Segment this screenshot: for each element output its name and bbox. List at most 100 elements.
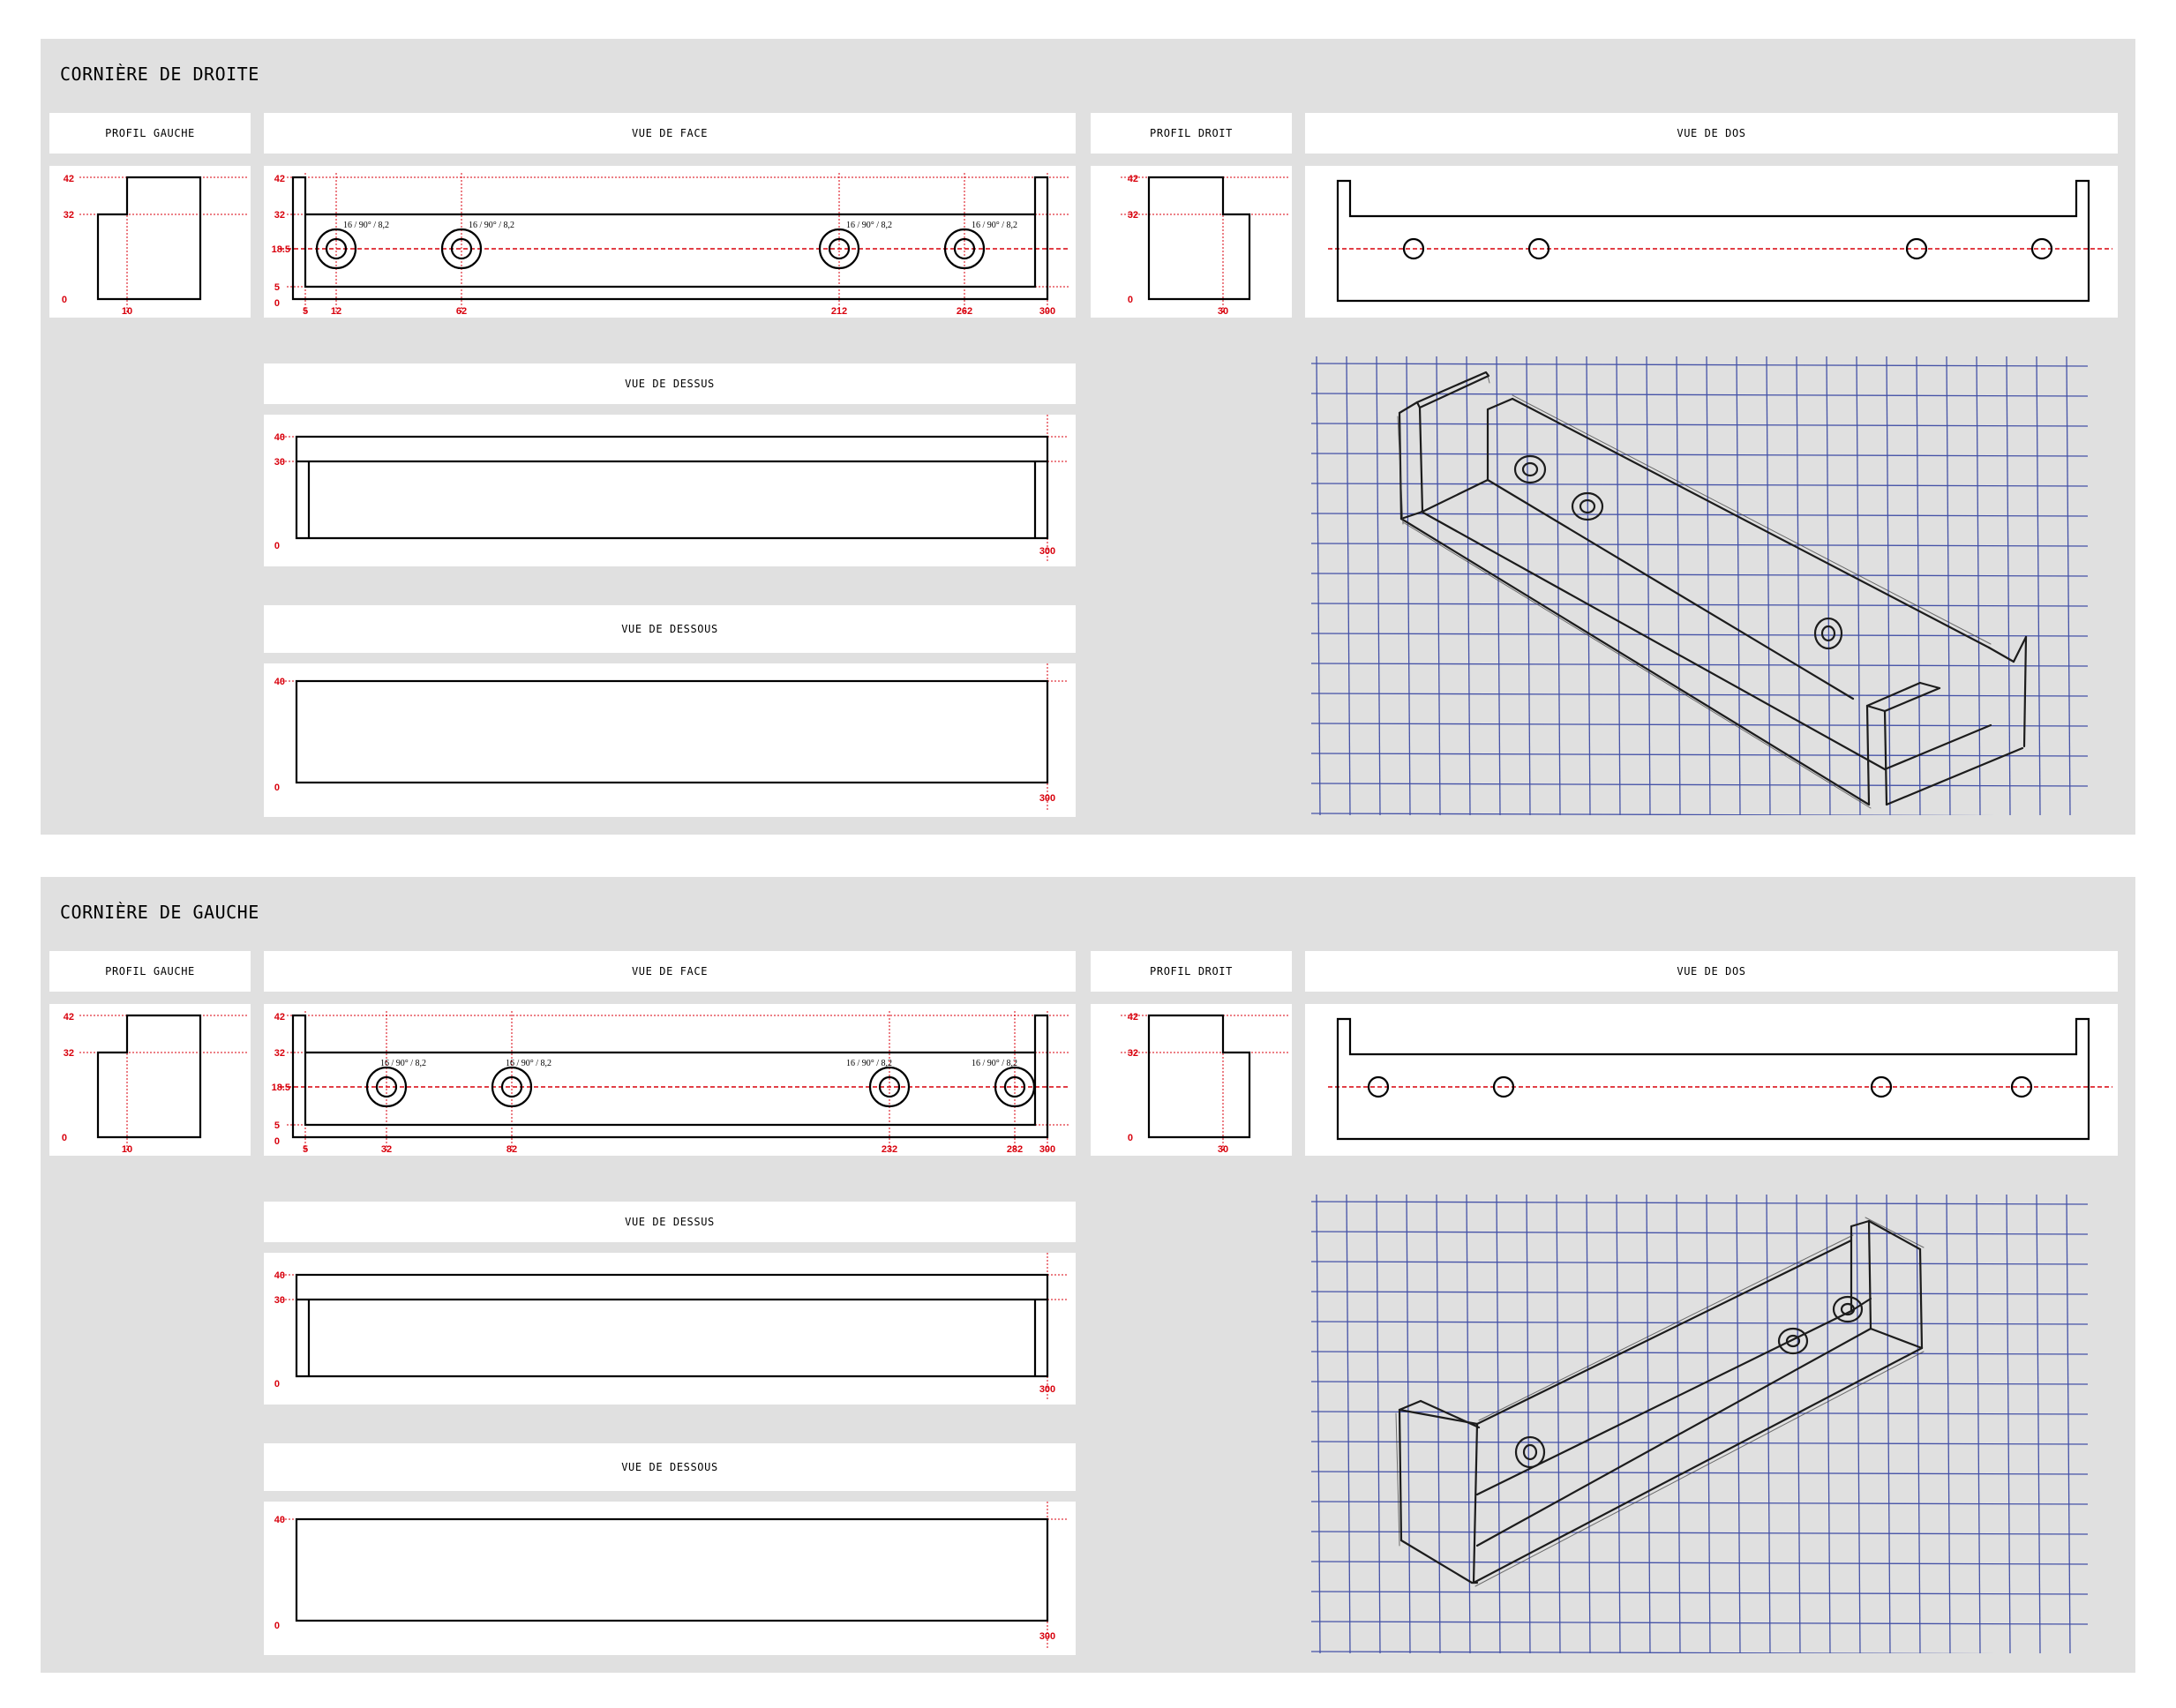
grid-line (1311, 1561, 2088, 1565)
hole-note: 16 / 90° / 8,2 (846, 1059, 892, 1068)
grid-line (1856, 356, 1861, 815)
y-label: 40 (274, 432, 285, 443)
grid-line (2066, 1195, 2071, 1653)
grid-line (1311, 423, 2088, 427)
y-label: 32 (274, 210, 285, 221)
x-label: 300 (1039, 1384, 1055, 1395)
grid-line (1766, 1195, 1771, 1653)
grid-line (1311, 1501, 2088, 1505)
label-vue-de-dessus: VUE DE DESSUS (264, 1202, 1076, 1242)
label-vue-de-dessous: VUE DE DESSOUS (264, 605, 1076, 653)
grid-line (1736, 1195, 1741, 1653)
label-profil-droit: PROFIL DROIT (1091, 113, 1292, 154)
grid-line (1311, 813, 1998, 815)
x-label: 262 (957, 306, 972, 317)
grid-line (1376, 1195, 1381, 1653)
grid-line (1706, 356, 1711, 815)
x-label: 30 (1218, 306, 1228, 317)
hole-note: 16 / 90° / 8,2 (469, 221, 514, 230)
y-label: 30 (274, 457, 285, 468)
x-label: 232 (882, 1144, 897, 1155)
grid-line (1311, 1651, 1998, 1653)
drawing-profil-droit: 42 32 0 30 (1091, 166, 1292, 318)
grid-line (2006, 1195, 2011, 1653)
grid-line (1526, 356, 1531, 815)
grid-line (1556, 356, 1561, 815)
grid-line (1496, 356, 1501, 815)
section-title: CORNIÈRE DE GAUCHE (60, 902, 259, 923)
drawing-vue-de-dos (1305, 1004, 2118, 1156)
grid-line (1311, 1621, 2088, 1625)
grid-line (2066, 356, 2071, 815)
drawing-vue-de-dessus: 40 30 0 300 (264, 1253, 1076, 1405)
grid-line (1826, 1195, 1831, 1653)
sketch-isometric-right (1311, 356, 2088, 815)
grid-line (1586, 356, 1591, 815)
grid-line (1311, 1321, 2088, 1325)
y-label: 0 (274, 783, 280, 793)
x-label: 300 (1039, 306, 1055, 317)
y-label: 42 (1128, 1012, 1138, 1023)
y-label: 32 (1128, 1048, 1138, 1059)
y-label: 0 (1128, 1133, 1133, 1143)
label-profil-gauche: PROFIL GAUCHE (49, 951, 251, 992)
grid-line (1466, 356, 1471, 815)
grid-line (1916, 356, 1921, 815)
y-label: 0 (274, 1621, 280, 1631)
grid-line (1311, 363, 2088, 367)
grid-line (2036, 1195, 2041, 1653)
grid-line (1466, 1195, 1471, 1653)
y-label: 0 (1128, 295, 1133, 305)
grid-line (1736, 356, 1741, 815)
y-label: 0 (62, 1133, 67, 1143)
drawing-profil-gauche: 42 32 0 10 (49, 166, 251, 318)
drawing-vue-de-dessus: 40 30 0 300 (264, 415, 1076, 566)
hole-note: 16 / 90° / 8,2 (972, 1059, 1017, 1068)
grid-line (1646, 356, 1651, 815)
grid-line (1376, 356, 1381, 815)
grid-line (1311, 1441, 2088, 1445)
grid-line (1311, 393, 2088, 397)
grid-line (1856, 1195, 1861, 1653)
label-vue-de-dessous: VUE DE DESSOUS (264, 1443, 1076, 1491)
x-label: 62 (456, 306, 467, 317)
grid-line (1311, 633, 2088, 637)
grid-line (1346, 1195, 1351, 1653)
x-label: 82 (506, 1144, 517, 1155)
grid-line (1311, 693, 2088, 697)
grid-line (1311, 1231, 2088, 1235)
grid-line (1886, 1195, 1891, 1653)
grid-line (1311, 663, 2088, 667)
y-label: 32 (274, 1048, 285, 1059)
grid-line (1616, 356, 1621, 815)
hole-note: 16 / 90° / 8,2 (972, 221, 1017, 230)
grid-line (1311, 603, 2088, 607)
hole-note: 16 / 90° / 8,2 (343, 221, 389, 230)
label-vue-de-dessus: VUE DE DESSUS (264, 363, 1076, 404)
drawing-vue-de-dos (1305, 166, 2118, 318)
grid-line (1311, 1591, 2088, 1595)
drawing-vue-de-dessous: 40 0 300 (264, 1502, 1076, 1655)
grid-line (1676, 356, 1681, 815)
grid-line (1406, 1195, 1411, 1653)
grid-line (1646, 1195, 1651, 1653)
grid-line (1311, 1291, 2088, 1295)
label-vue-de-dos: VUE DE DOS (1305, 113, 2118, 154)
y-label: 42 (1128, 174, 1138, 184)
y-label: 30 (274, 1295, 285, 1306)
y-label: 32 (1128, 210, 1138, 221)
hole-note: 16 / 90° / 8,2 (380, 1059, 426, 1068)
grid-line (1311, 1471, 2088, 1475)
y-label: 40 (274, 677, 285, 687)
grid-line (1311, 1531, 2088, 1535)
grid-line (1976, 356, 1981, 815)
x-label: 10 (122, 306, 132, 317)
grid-line (1616, 1195, 1621, 1653)
sketch-isometric-left (1311, 1195, 2088, 1653)
grid-line (1436, 1195, 1441, 1653)
grid-line (1311, 543, 2088, 547)
drawing-profil-droit: 42 32 0 30 (1091, 1004, 1292, 1156)
y-label: 42 (274, 174, 285, 184)
section-corniere-de-gauche: CORNIÈRE DE GAUCHE PROFIL GAUCHE VUE DE … (41, 877, 2135, 1673)
grid-line (1976, 1195, 1981, 1653)
